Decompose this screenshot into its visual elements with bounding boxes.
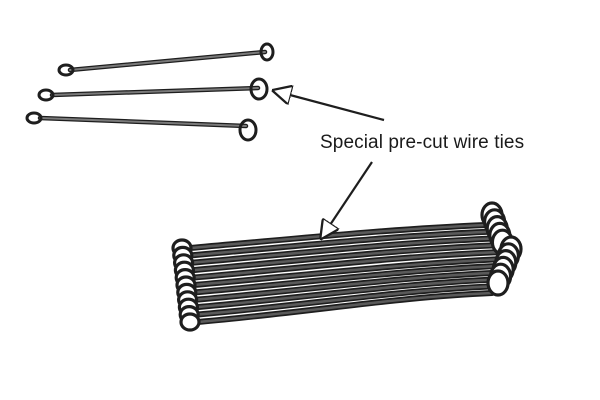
tie-loop-left xyxy=(37,88,55,102)
tie-loop-left xyxy=(57,63,75,77)
loose-wire-tie-3 xyxy=(25,111,258,142)
bundle-loop-right xyxy=(486,269,510,297)
loose-wire-tie-2 xyxy=(37,77,269,102)
arrow-to-bundle xyxy=(322,161,373,237)
tie-loop-right xyxy=(238,118,258,142)
tie-loop-right xyxy=(249,77,269,101)
bundle-wire-tie xyxy=(179,269,510,332)
tie-loop-right xyxy=(259,42,275,62)
bundle-loop-left xyxy=(179,312,201,332)
wire-tie-bundle xyxy=(171,201,523,332)
arrow-to-loose-ties xyxy=(275,91,385,122)
loose-wire-tie-1 xyxy=(57,42,275,77)
tie-loop-left xyxy=(25,111,43,125)
caption-label: Special pre-cut wire ties xyxy=(320,132,525,153)
